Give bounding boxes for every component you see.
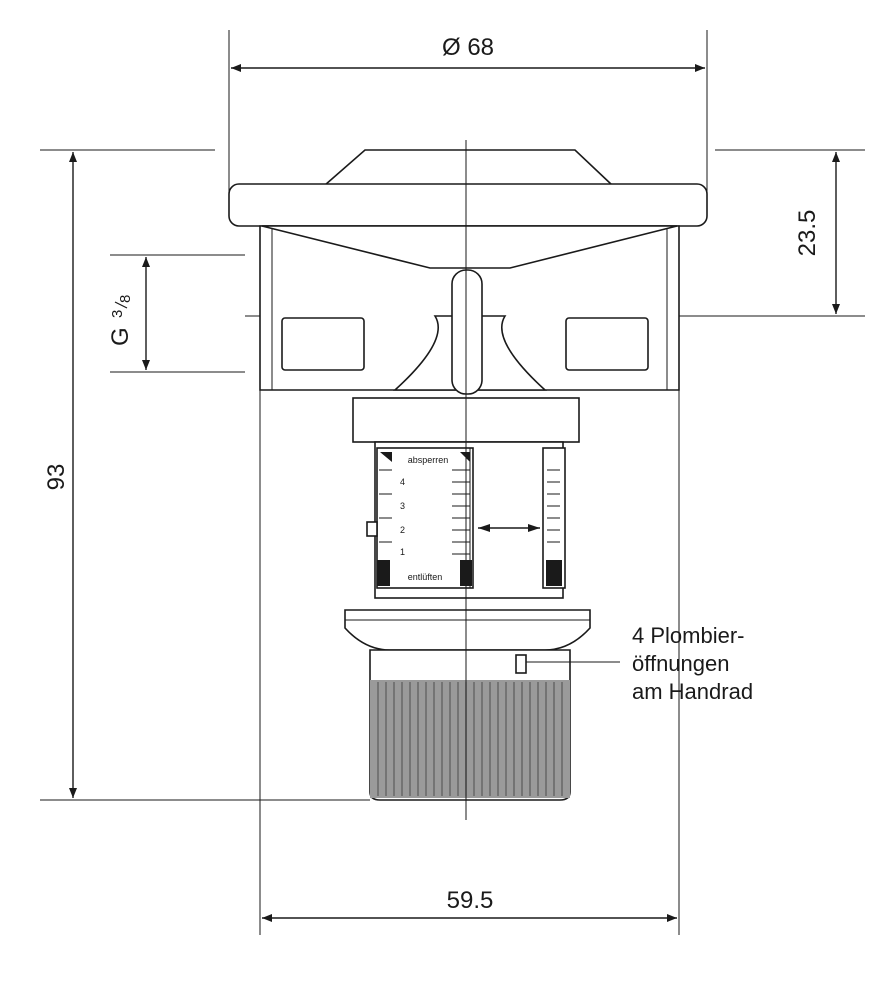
scale-stop-right (546, 560, 562, 586)
height-right-label: 23.5 (794, 210, 821, 257)
thread-denominator: 8 (117, 295, 134, 303)
window-left (281, 317, 365, 371)
disc-underside (261, 225, 678, 269)
scale-stop-left (377, 560, 390, 586)
thread-numerator: 3 (109, 310, 126, 318)
dimension-lines (69, 64, 840, 922)
window-right (565, 317, 649, 371)
top-cap (322, 149, 615, 186)
scale-label-bottom: entlüften (408, 572, 443, 582)
height-total-label: 93 (43, 464, 70, 491)
scale-label-top: absperren (408, 455, 449, 465)
scale-pointer (366, 521, 378, 537)
handwheel-flange (344, 609, 591, 651)
note-line-3: am Handrad (632, 679, 753, 704)
diameter-label: Ø 68 (442, 34, 494, 61)
scale-mark-1: 1 (400, 547, 405, 557)
scale-mark-3: 3 (400, 501, 405, 511)
seal-opening (515, 654, 527, 674)
thread-prefix: G (107, 327, 134, 346)
scale-mark-4: 4 (400, 477, 405, 487)
spindle-stem (451, 269, 483, 395)
top-disc (228, 183, 708, 227)
bottom-width-label: 59.5 (447, 887, 494, 914)
valve-body (228, 149, 708, 801)
scale-mark-2: 2 (400, 525, 405, 535)
knurling (370, 680, 570, 798)
scale-ticks (379, 469, 560, 555)
thread-label: G 3 8 (107, 295, 134, 346)
note-line-1: 4 Plombier- (632, 623, 744, 648)
note-line-2: öffnungen (632, 651, 729, 676)
